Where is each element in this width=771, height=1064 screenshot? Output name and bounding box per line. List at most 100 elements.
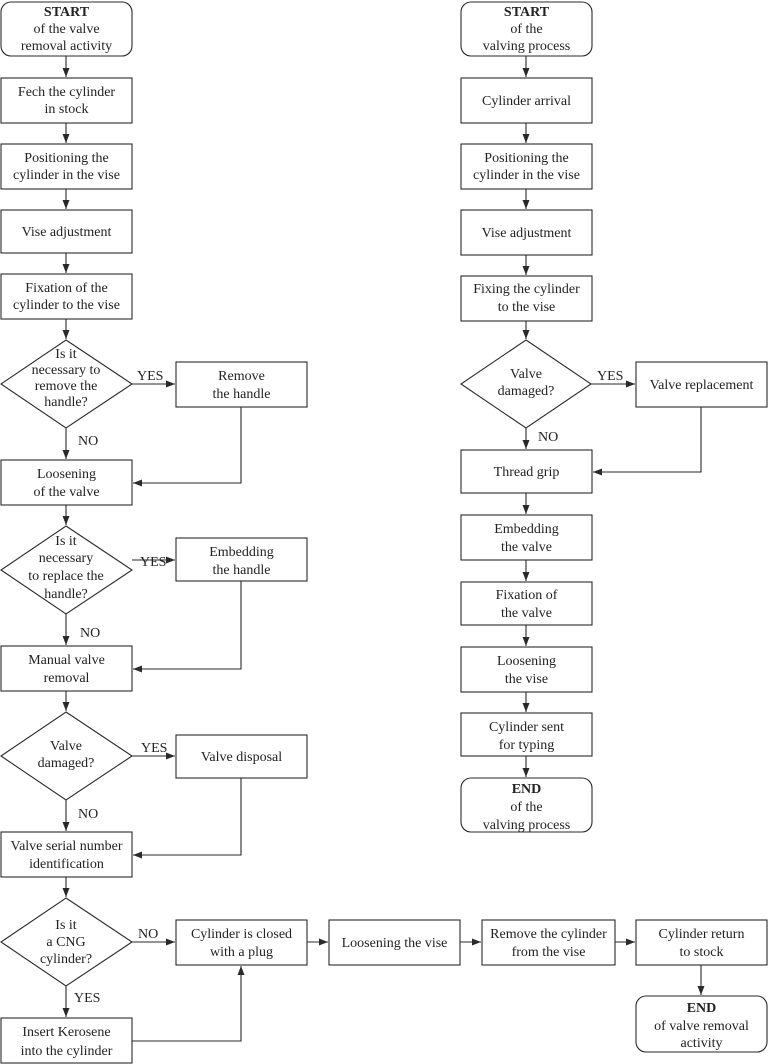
svg-text:to replace the: to replace the [28,569,103,584]
cylinder-closed-plug-step: Cylinder is closed with a plug [175,919,308,966]
svg-text:valving process: valving process [483,818,570,833]
svg-text:Insert Kerosene: Insert Kerosene [22,1025,110,1040]
svg-text:valving process: valving process [483,39,570,54]
svg-text:Valve: Valve [50,739,82,754]
loosening-vise-left-step: Loosening the vise [328,919,461,966]
svg-text:Is it: Is it [55,534,77,549]
fixing-cylinder-step: Fixing the cylinder to the vise [460,275,593,322]
svg-text:Valve serial number: Valve serial number [11,839,123,854]
svg-text:cylinder in the vise: cylinder in the vise [13,168,120,183]
svg-text:Positioning the: Positioning the [484,151,568,166]
svg-text:Positioning the: Positioning the [24,151,108,166]
svg-text:of the: of the [510,22,542,37]
yes-label: YES [140,555,166,570]
svg-text:with a plug: with a plug [210,945,273,960]
svg-text:Thread grip: Thread grip [494,465,560,480]
svg-text:handle?: handle? [44,395,88,410]
cylinder-arrival-step: Cylinder arrival [460,77,593,124]
svg-text:Manual valve: Manual valve [28,653,105,668]
svg-text:damaged?: damaged? [38,756,95,771]
decision-replace-handle: Is it necessary to replace the handle? [0,525,133,615]
decision-valve-damaged-left: Valve damaged? [0,711,133,801]
svg-text:damaged?: damaged? [498,384,555,399]
svg-text:Loosening: Loosening [37,467,96,482]
svg-text:Loosening: Loosening [497,654,556,669]
loosening-valve-step: Loosening of the valve [0,459,133,506]
left-positioning-step: Positioning the cylinder in the vise [0,143,133,190]
svg-text:removal: removal [44,671,90,686]
svg-text:Is it: Is it [55,347,77,362]
svg-text:Valve: Valve [510,367,542,382]
loosening-vise-right-step: Loosening the vise [460,646,593,693]
svg-text:identification: identification [29,857,104,872]
svg-text:necessary: necessary [39,551,93,566]
thread-grip-step: Thread grip [460,449,593,494]
yes-label: YES [137,369,163,384]
decision-valve-damaged-right: Valve damaged? [460,339,592,429]
svg-text:Embedding: Embedding [494,522,559,537]
svg-text:to the vise: to the vise [498,300,556,315]
svg-text:Fixation of the: Fixation of the [25,281,107,296]
svg-text:Fixation of: Fixation of [496,588,558,603]
svg-text:cylinder?: cylinder? [40,952,92,967]
svg-text:in stock: in stock [45,102,89,117]
svg-text:Fech the cylinder: Fech the cylinder [18,85,116,100]
svg-text:Fixing the cylinder: Fixing the cylinder [473,282,580,297]
svg-text:remove the: remove the [35,379,98,394]
svg-text:cylinder in the vise: cylinder in the vise [473,168,580,183]
embedding-handle-step: Embedding the handle [175,537,308,582]
svg-text:necessary to: necessary to [32,363,101,378]
svg-text:Cylinder sent: Cylinder sent [489,720,564,735]
svg-text:START: START [44,5,90,20]
svg-text:Vise adjustment: Vise adjustment [22,225,112,240]
remove-handle-step: Remove the handle [175,361,308,408]
svg-text:Cylinder return: Cylinder return [659,927,745,942]
svg-text:START: START [504,5,550,20]
no-label: NO [78,434,98,449]
svg-text:Embedding: Embedding [209,545,274,560]
fixation-valve-step: Fixation of the valve [460,581,593,626]
cylinder-return-step: Cylinder return to stock [635,919,768,966]
svg-text:to stock: to stock [680,945,724,960]
serial-number-id-step: Valve serial number identification [0,831,133,878]
svg-text:cylinder to the vise: cylinder to the vise [13,298,120,313]
svg-text:of the valve: of the valve [33,485,99,500]
left-start-terminal: START of the valve removal activity [0,1,133,57]
remove-cylinder-step: Remove the cylinder from the vise [481,919,616,966]
manual-valve-removal-step: Manual valve removal [0,645,133,692]
svg-text:of valve removal: of valve removal [654,1019,749,1034]
no-label: NO [538,430,558,445]
svg-text:the handle: the handle [213,387,271,402]
no-label: NO [138,927,158,942]
svg-text:the valve: the valve [501,540,552,555]
svg-text:the valve: the valve [501,606,552,621]
decision-cng-cylinder: Is it a CNG cylinder? [0,897,133,987]
svg-text:Cylinder arrival: Cylinder arrival [482,94,571,109]
svg-text:for typing: for typing [499,738,555,753]
svg-text:END: END [687,1001,717,1016]
fetch-cylinder-step: Fech the cylinder in stock [0,77,133,124]
no-label: NO [80,626,100,641]
svg-text:a CNG: a CNG [46,935,85,950]
no-label: NO [78,807,98,822]
svg-text:Remove the cylinder: Remove the cylinder [490,927,607,942]
decision-remove-handle: Is it necessary to remove the handle? [0,339,133,429]
svg-text:Loosening the vise: Loosening the vise [342,936,448,951]
svg-text:from the vise: from the vise [512,945,586,960]
left-fixation-step: Fixation of the cylinder to the vise [0,273,133,320]
left-connectors [62,56,705,1042]
valve-replacement-step: Valve replacement [635,361,768,408]
svg-text:Vise adjustment: Vise adjustment [482,226,572,241]
embedding-valve-step: Embedding the valve [460,514,593,561]
svg-text:Remove: Remove [218,369,265,384]
svg-text:Valve disposal: Valve disposal [201,750,282,765]
svg-text:into the cylinder: into the cylinder [21,1044,113,1059]
right-connectors [522,56,702,777]
right-positioning-step: Positioning the cylinder in the vise [460,143,593,190]
svg-text:Cylinder is closed: Cylinder is closed [191,927,292,942]
svg-text:the handle: the handle [213,563,271,578]
left-vise-adjustment-step: Vise adjustment [0,209,133,254]
cylinder-sent-typing-step: Cylinder sent for typing [460,712,593,757]
valve-disposal-step: Valve disposal [175,734,308,779]
